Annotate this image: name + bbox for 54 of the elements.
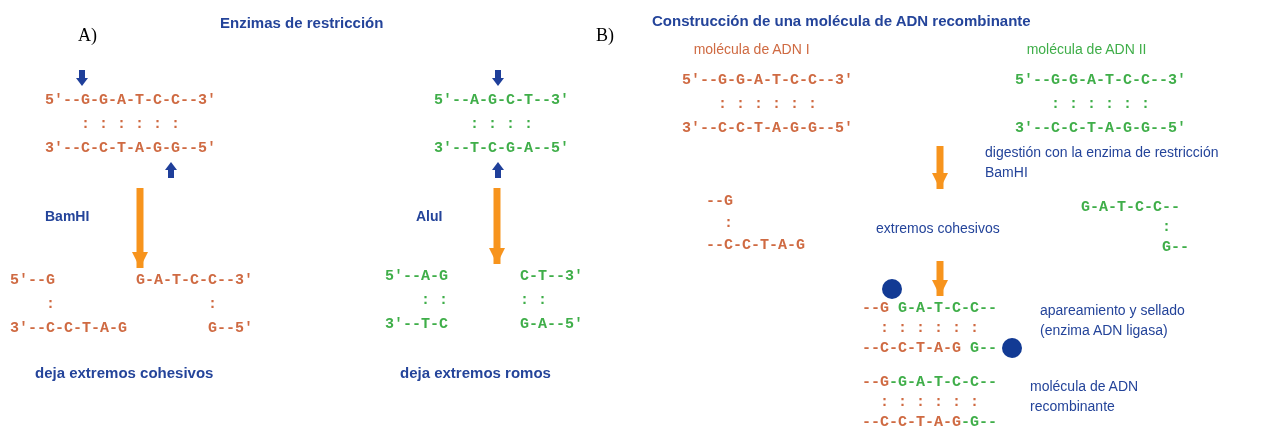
dna-strand: 3′--C-C-T-A-G-G--5′ — [45, 140, 217, 158]
dna-strand: G-A-T-C-C-- — [898, 300, 998, 318]
dna-strand: : — [1162, 219, 1171, 237]
dna-strand: -G-- — [961, 414, 998, 432]
dna-strand: --G — [862, 300, 889, 318]
dna-strand: G-A--5′ — [520, 316, 584, 334]
dna-strand: --C-C-T-A-G — [706, 237, 806, 255]
dna-strand: 5′--A-G-C-T--3′ — [434, 92, 570, 110]
dna-strand: : — [208, 296, 218, 314]
node-label: apareamiento y sellado (enzima ADN ligasa) — [1040, 301, 1186, 340]
dna-strand: 3′--T-C-G-A--5′ — [434, 140, 570, 158]
dna-strand: : : : : : : — [1051, 96, 1151, 114]
dna-strand: --G — [862, 374, 889, 392]
dna-strand: : — [724, 215, 733, 233]
dna-strand: G--5′ — [208, 320, 254, 338]
dna-strand: : : — [421, 292, 448, 310]
node-label: molécula de ADN recombinante — [1030, 377, 1140, 416]
dna-strand: G-A-T-C-C--3′ — [136, 272, 254, 290]
sequence-caption: molécula de ADN II — [1026, 40, 1147, 58]
dna-strand: 3′--C-C-T-A-G-G--5′ — [682, 120, 854, 138]
dna-strand: : : : : : : — [718, 96, 818, 114]
dna-strand: 5′--G-G-A-T-C-C--3′ — [1015, 72, 1187, 90]
dna-strand: 3′--C-C-T-A-G — [10, 320, 128, 338]
panel-letter: B) — [596, 24, 614, 47]
dna-strand: 5′--G-G-A-T-C-C--3′ — [682, 72, 854, 90]
dna-strand: 5′--G-G-A-T-C-C--3′ — [45, 92, 217, 110]
dna-strand: --C-C-T-A-G — [862, 414, 962, 432]
edge-label: digestión con la enzima de restricción BamHI — [985, 143, 1220, 182]
edge-label: BamHI — [45, 207, 91, 226]
panel-letter: A) — [78, 24, 97, 47]
dna-strand: : : : : : : — [880, 394, 980, 412]
dna-strand: 3′--T-C — [385, 316, 448, 334]
dna-strand: : : : : — [470, 116, 533, 134]
dna-strand: -G-A-T-C-C-- — [889, 374, 998, 392]
dna-strand: G-A-T-C-C-- — [1081, 199, 1181, 217]
panel-title: Enzimas de restricción — [220, 13, 384, 33]
dna-strand: --C-C-T-A-G — [862, 340, 962, 358]
dna-strand: G-- — [970, 340, 998, 358]
dna-strand: : : : : : : — [880, 320, 980, 338]
dna-strand: : — [46, 296, 55, 314]
sequence-caption: molécula de ADN I — [693, 40, 810, 58]
dna-strand: C-T--3′ — [520, 268, 584, 286]
dna-strand: --G — [706, 193, 733, 211]
panel-title: Construcción de una molécula de ADN recombinante — [652, 11, 1031, 31]
dna-strand: 5′--G — [10, 272, 55, 290]
dna-strand: : : — [520, 292, 548, 310]
dna-strand: G-- — [1162, 239, 1189, 257]
edge-label: AluI — [416, 207, 444, 226]
dna-strand: 5′--A-G — [385, 268, 448, 286]
node-label: deja extremos cohesivos — [35, 363, 215, 383]
node-label: deja extremos romos — [400, 363, 552, 383]
dna-strand: : : : : : : — [81, 116, 181, 134]
dna-strand: 3′--C-C-T-A-G-G--5′ — [1015, 120, 1187, 138]
sequence-caption: extremos cohesivos — [876, 219, 1000, 237]
